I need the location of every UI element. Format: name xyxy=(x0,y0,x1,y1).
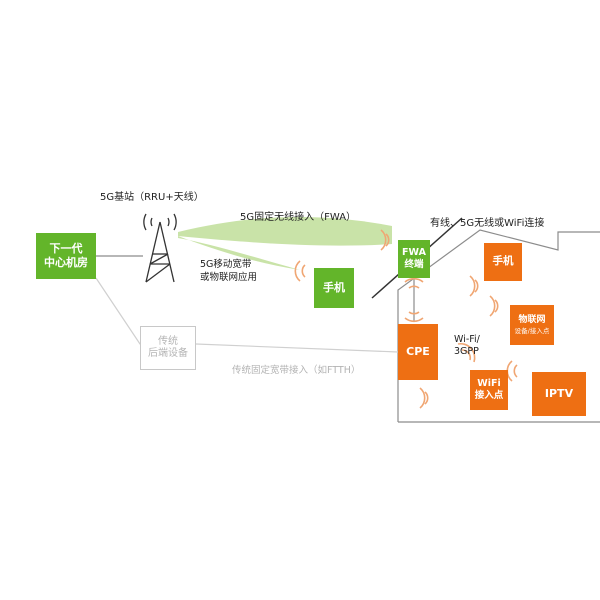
phone-outdoor-label: 手机 xyxy=(323,281,345,295)
iot-line-1: 物联网 xyxy=(518,315,546,326)
fwa-link-label: 5G固定无线接入（FWA） xyxy=(240,212,357,223)
wifi-3gpp-label-2: 3GPP xyxy=(454,346,479,357)
wifi-3gpp-label-1: Wi-Fi/ xyxy=(454,334,480,345)
iot-line-2: 设备/接入点 xyxy=(514,326,550,335)
fwa-line-1: FWA xyxy=(402,247,426,259)
wifi-line-1: WiFi xyxy=(477,378,501,390)
base-station-label: 5G基站（RRU+天线） xyxy=(100,192,204,203)
legacy-fixed-label: 传统固定宽带接入（如FTTH） xyxy=(232,365,361,376)
iptv-label: IPTV xyxy=(544,387,574,401)
phone-indoor-node: 手机 xyxy=(484,243,522,281)
iot-node: 物联网设备/接入点 xyxy=(510,305,554,345)
mobile-broadband-label-2: 或物联网应用 xyxy=(200,272,258,283)
iptv-node: IPTV xyxy=(532,372,586,416)
cpe-label: CPE xyxy=(406,345,430,359)
legacy-line-1: 传统 xyxy=(158,335,178,347)
cpe-node: CPE xyxy=(398,324,438,380)
phone-outdoor-node: 手机 xyxy=(314,268,354,308)
core-datacenter-node: 下一代中心机房 xyxy=(36,233,96,279)
mobile-beam xyxy=(178,236,300,270)
legacy-backend-node: 传统后端设备 xyxy=(140,326,196,370)
fwa-line-2: 终端 xyxy=(404,259,424,270)
house-outline xyxy=(397,229,600,422)
fwa-beam xyxy=(178,216,392,246)
wifi-line-2: 接入点 xyxy=(474,390,504,401)
mobile-broadband-label-1: 5G移动宽带 xyxy=(200,259,252,270)
core-line-2: 中心机房 xyxy=(44,256,88,269)
tower-icon xyxy=(143,213,177,283)
core-line-1: 下一代 xyxy=(49,242,83,256)
phone-indoor-label: 手机 xyxy=(492,255,514,268)
legacy-line-2: 后端设备 xyxy=(148,348,188,359)
wave-icons xyxy=(294,229,518,409)
wired-wireless-label: 有线、5G无线或WiFi连接 xyxy=(430,218,545,229)
